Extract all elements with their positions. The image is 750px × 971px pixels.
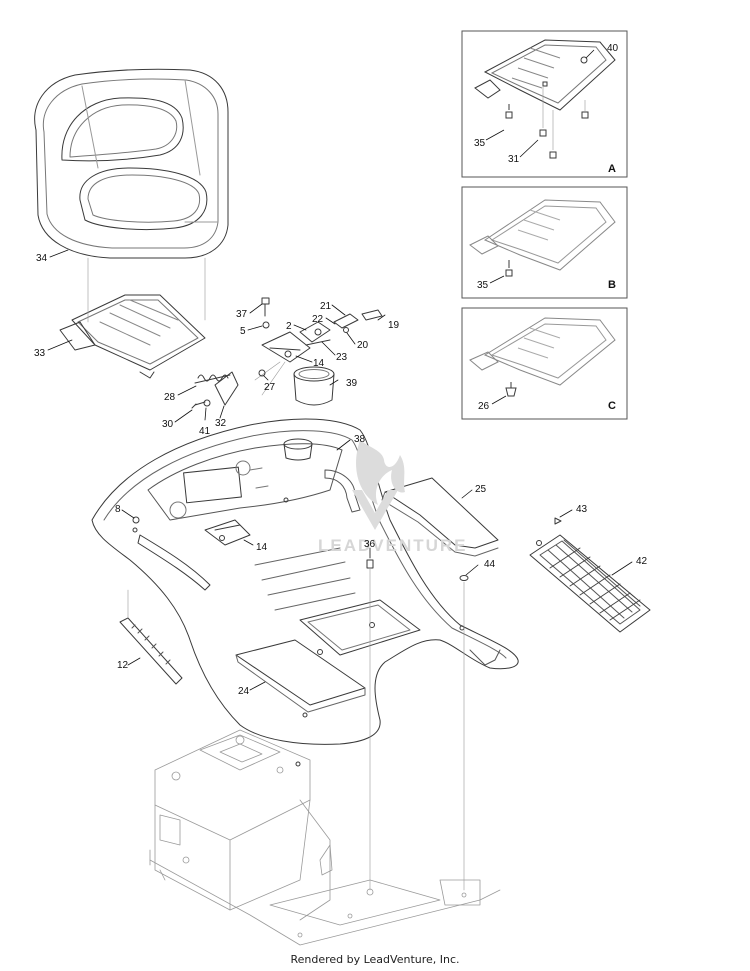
callout-35-b: 35	[477, 280, 489, 291]
variant-label-a: A	[608, 163, 616, 175]
footrest-part-42	[529, 534, 651, 633]
variant-panel-b	[461, 186, 628, 299]
mat-part-24	[235, 639, 366, 713]
callout-41: 41	[199, 426, 211, 437]
footer-credit: Rendered by LeadVenture, Inc.	[290, 953, 460, 966]
mat-part-25	[381, 477, 499, 557]
callout-42: 42	[636, 556, 648, 567]
callout-34: 34	[36, 253, 48, 264]
callout-30: 30	[162, 419, 174, 430]
callout-24: 24	[238, 686, 250, 697]
callout-26: 26	[478, 401, 490, 412]
adjust-plate-part-12	[119, 589, 183, 685]
callout-43: 43	[576, 504, 588, 515]
callout-19: 19	[388, 320, 400, 331]
callout-22: 22	[312, 314, 324, 325]
seat-bracket-part-33	[59, 294, 206, 379]
callout-2: 2	[286, 321, 292, 332]
variant-label-c: C	[608, 400, 616, 412]
frame-faded	[149, 729, 501, 946]
callout-44: 44	[484, 559, 496, 570]
callout-25: 25	[475, 484, 487, 495]
variant-panel-c	[461, 307, 628, 420]
spring-latch-parts	[191, 369, 266, 409]
callout-leaders	[47, 249, 633, 691]
callout-8: 8	[115, 504, 121, 515]
latch-hardware-cluster	[254, 297, 383, 396]
callout-12: 12	[117, 660, 129, 671]
callout-37: 37	[236, 309, 248, 320]
fender-part-38	[91, 418, 519, 767]
watermark-text: LEADVENTURE	[318, 536, 468, 555]
seat-part-34	[34, 68, 229, 259]
callout-31: 31	[508, 154, 520, 165]
callout-28: 28	[164, 392, 176, 403]
callout-39: 39	[346, 378, 358, 389]
cup-holder-part-39	[293, 366, 335, 406]
callout-14-upper: 14	[313, 358, 325, 369]
callout-36: 36	[364, 539, 376, 550]
callout-21: 21	[320, 301, 332, 312]
callout-labels: 34 33 37 5 2 21 22 19 20 23 14 27 39 28 …	[34, 43, 648, 697]
variant-panel-a	[461, 30, 628, 178]
callout-38: 38	[354, 434, 366, 445]
callout-35-a: 35	[474, 138, 486, 149]
callout-5: 5	[240, 326, 246, 337]
callout-14-lower: 14	[256, 542, 268, 553]
callout-32: 32	[215, 418, 227, 429]
watermark: LEADVENTURE	[318, 440, 468, 555]
callout-27: 27	[264, 382, 276, 393]
callout-40: 40	[607, 43, 619, 54]
callout-23: 23	[336, 352, 348, 363]
variant-label-b: B	[608, 279, 616, 291]
callout-20: 20	[357, 340, 369, 351]
callout-33: 33	[34, 348, 46, 359]
